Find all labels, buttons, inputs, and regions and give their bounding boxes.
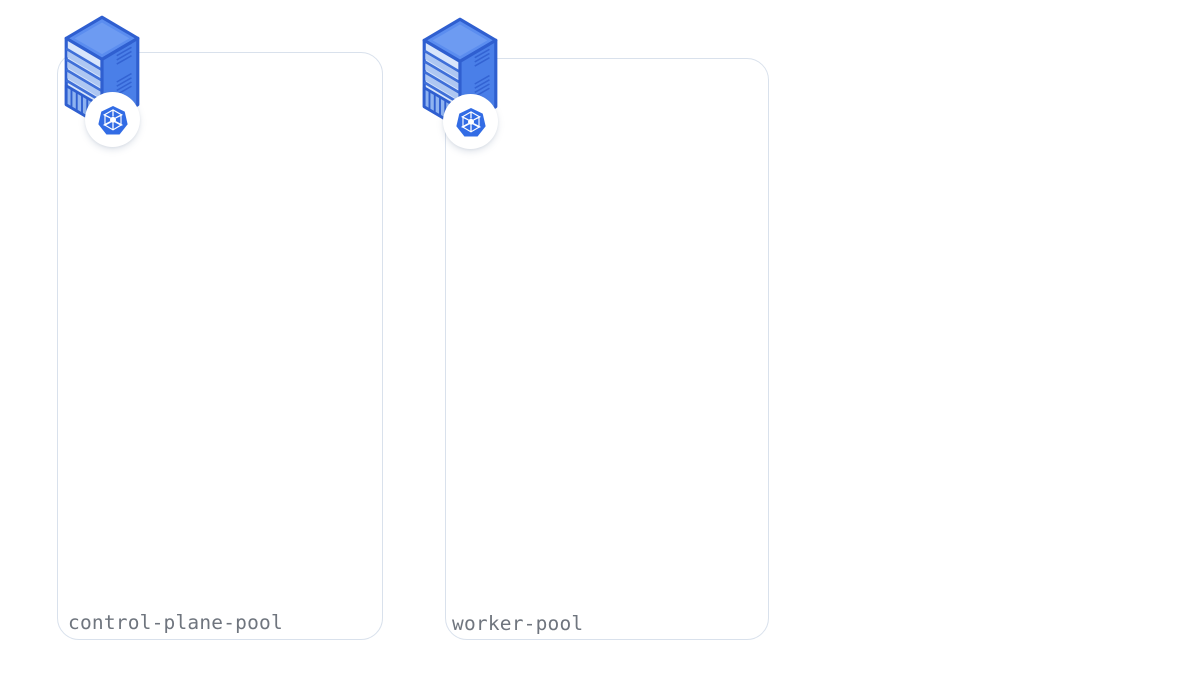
kubernetes-icon [455, 106, 486, 137]
kubernetes-icon [97, 104, 128, 135]
node-pool-icon-group [410, 14, 510, 154]
node-pool-label: control-plane-pool [68, 611, 283, 634]
node-pool-icon-group [52, 12, 152, 152]
kubernetes-badge [443, 94, 498, 149]
node-pool-label: worker-pool [452, 612, 584, 635]
node-pool-card[interactable] [57, 52, 383, 640]
node-pool-card[interactable] [445, 58, 769, 640]
kubernetes-badge [85, 92, 140, 147]
